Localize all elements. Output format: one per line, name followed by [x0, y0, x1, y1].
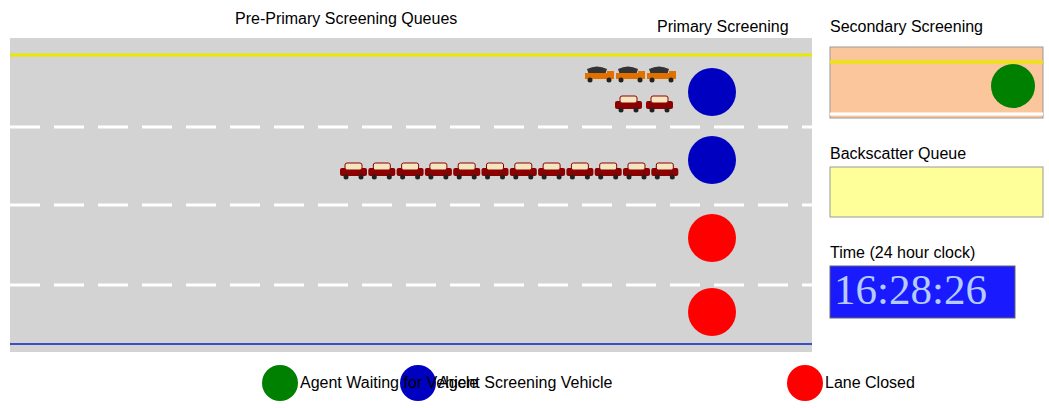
- car: [646, 96, 673, 113]
- agent-screening: [688, 68, 736, 116]
- backscatter-panel: [830, 167, 1043, 217]
- truck: [585, 67, 614, 83]
- car: [623, 163, 650, 180]
- car: [425, 163, 452, 180]
- truck: [647, 67, 676, 83]
- secondary-panel: [830, 47, 1043, 118]
- clock-panel: Time (24 hour clock) 16:28:26: [830, 243, 987, 313]
- road-edge-line: [10, 54, 812, 57]
- car: [615, 96, 642, 113]
- clock-value: 16:28:26: [830, 267, 987, 313]
- truck: [616, 67, 645, 83]
- vehicle-queues: [340, 67, 678, 180]
- car: [651, 163, 678, 180]
- car: [482, 163, 509, 180]
- section-heading: Pre-Primary Screening Queues: [235, 10, 457, 28]
- panel-line: [830, 113, 1043, 116]
- road-bottom-line: [10, 343, 812, 345]
- agent-screening: [688, 136, 736, 184]
- section-heading: Primary Screening: [657, 18, 789, 36]
- legend-swatch: [787, 365, 823, 401]
- legend-label: Lane Closed: [825, 374, 915, 392]
- car: [340, 163, 367, 180]
- panel-line: [830, 61, 1043, 64]
- legend-swatch: [262, 365, 298, 401]
- lane-closed: [688, 288, 736, 336]
- agent-waiting: [991, 64, 1035, 108]
- lane-closed: [688, 214, 736, 262]
- car: [368, 163, 395, 180]
- panel-heading: Secondary Screening: [830, 17, 983, 37]
- car: [538, 163, 565, 180]
- car: [453, 163, 480, 180]
- road: [10, 38, 812, 352]
- clock-panel: [830, 266, 1015, 318]
- car: [566, 163, 593, 180]
- car: [397, 163, 424, 180]
- legend-label: Agent Screening Vehicle: [438, 374, 612, 392]
- panel-heading: Time (24 hour clock): [830, 243, 987, 263]
- secondary-screening-panel: Secondary Screening: [830, 17, 983, 37]
- panel-heading: Backscatter Queue: [830, 144, 966, 164]
- backscatter-queue-panel: Backscatter Queue: [830, 144, 966, 164]
- car: [595, 163, 622, 180]
- lane-dividers: [10, 127, 812, 285]
- car: [510, 163, 537, 180]
